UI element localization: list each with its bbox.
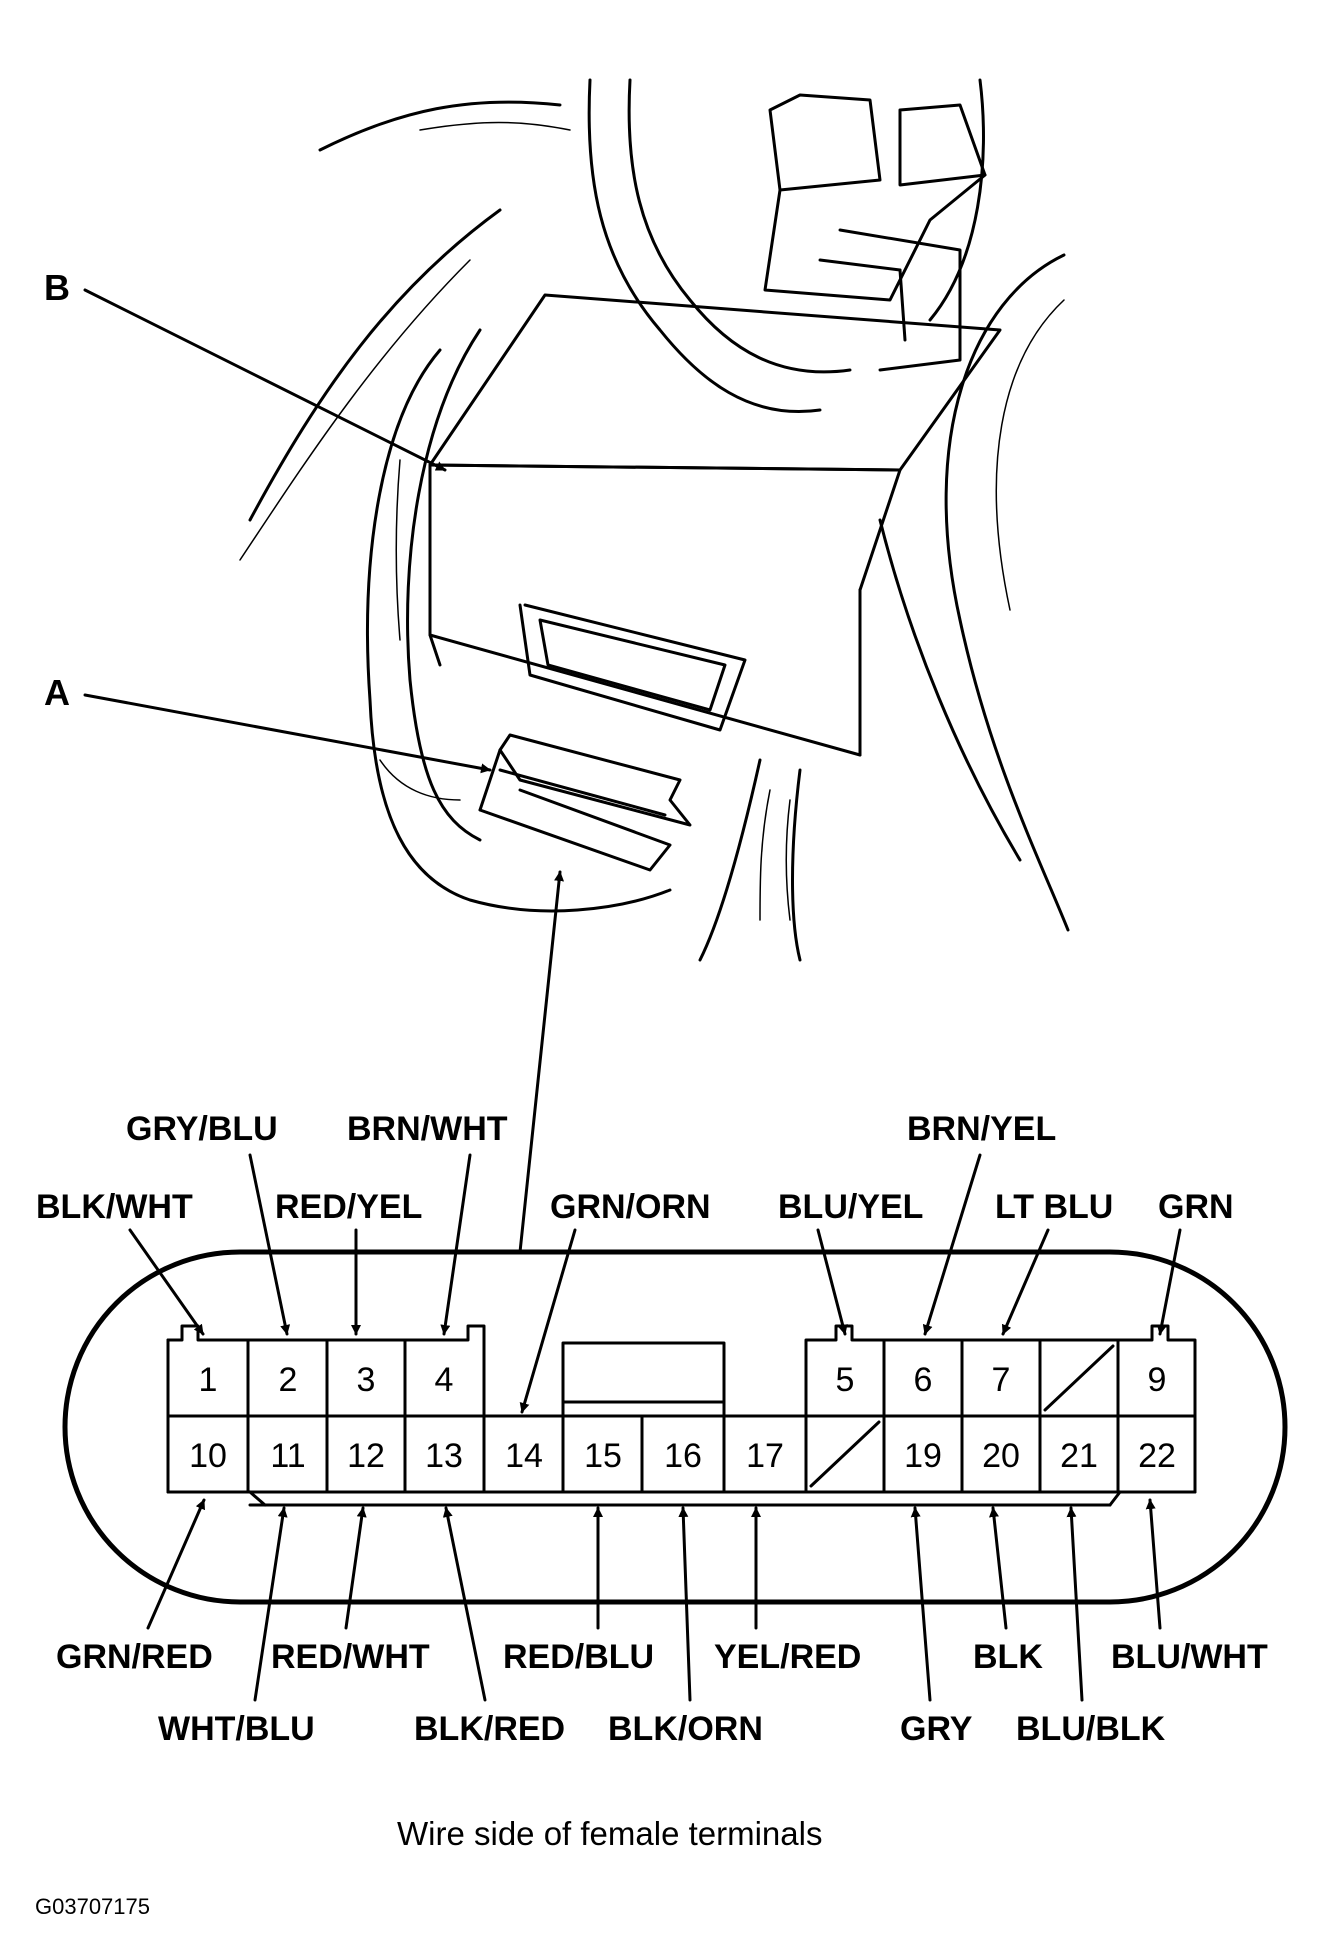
top-wire-labels: BLK/WHT GRY/BLU RED/YEL BRN/WHT GRN/ORN … (36, 1110, 1234, 1226)
pin-11: 11 (270, 1437, 305, 1475)
pin-10: 10 (189, 1437, 227, 1475)
module-illustration (239, 78, 1070, 962)
pin-4: 4 (435, 1361, 454, 1399)
pin-21: 21 (1060, 1437, 1098, 1475)
pin-numbers: 1 2 3 4 5 6 7 9 10 11 12 13 14 15 16 17 … (189, 1361, 1176, 1475)
wire-label-gry: GRY (900, 1710, 973, 1748)
pin-2: 2 (279, 1361, 298, 1399)
pin-7: 7 (992, 1361, 1011, 1399)
callout-b: B (44, 267, 70, 308)
wire-label-blu-blk: BLU/BLK (1016, 1710, 1166, 1748)
wire-label-yel-red: YEL/RED (714, 1638, 861, 1676)
bottom-wire-labels: GRN/RED WHT/BLU RED/WHT BLK/RED RED/BLU … (56, 1638, 1268, 1748)
callout-b-leader (83, 288, 447, 472)
wire-label-blk-orn: BLK/ORN (608, 1710, 763, 1748)
wire-label-blk-red: BLK/RED (414, 1710, 565, 1748)
wire-label-wht-blu: WHT/BLU (158, 1710, 315, 1748)
wire-label-grn-red: GRN/RED (56, 1638, 213, 1676)
pin-14: 14 (505, 1437, 543, 1475)
wire-label-blu-wht: BLU/WHT (1111, 1638, 1268, 1676)
wire-label-blk-wht: BLK/WHT (36, 1188, 193, 1226)
connector-outline (62, 1249, 1288, 1605)
wire-label-grn-orn: GRN/ORN (550, 1188, 711, 1226)
pin-12: 12 (347, 1437, 385, 1475)
pin-6: 6 (914, 1361, 933, 1399)
pin-9: 9 (1148, 1361, 1167, 1399)
top-leaders (128, 1153, 1182, 1414)
caption: Wire side of female terminals (397, 1815, 822, 1852)
pinout-leader (518, 870, 565, 1254)
wire-label-red-wht: RED/WHT (271, 1638, 430, 1676)
wire-label-red-yel: RED/YEL (275, 1188, 422, 1226)
wire-label-gry-blu: GRY/BLU (126, 1110, 278, 1148)
pin-17: 17 (746, 1437, 784, 1475)
callout-a-leader (83, 693, 492, 774)
wire-label-blk: BLK (973, 1638, 1043, 1676)
figure-code: G03707175 (35, 1894, 150, 1919)
pin-5: 5 (836, 1361, 855, 1399)
pin-19: 19 (904, 1437, 942, 1475)
wire-label-brn-wht: BRN/WHT (347, 1110, 508, 1148)
wire-label-blu-yel: BLU/YEL (778, 1188, 923, 1226)
bottom-leaders (146, 1498, 1162, 1702)
pin-16: 16 (664, 1437, 702, 1475)
pin-13: 13 (425, 1437, 463, 1475)
pin-20: 20 (982, 1437, 1020, 1475)
pin-1: 1 (199, 1361, 218, 1399)
wire-label-brn-yel: BRN/YEL (907, 1110, 1056, 1148)
wire-label-lt-blu: LT BLU (995, 1188, 1113, 1226)
wire-label-grn: GRN (1158, 1188, 1234, 1226)
wire-label-red-blu: RED/BLU (503, 1638, 654, 1676)
pin-15: 15 (584, 1437, 622, 1475)
callout-a: A (44, 672, 70, 713)
pin-22: 22 (1138, 1437, 1176, 1475)
connector-body (166, 1324, 1197, 1507)
pin-3: 3 (357, 1361, 376, 1399)
